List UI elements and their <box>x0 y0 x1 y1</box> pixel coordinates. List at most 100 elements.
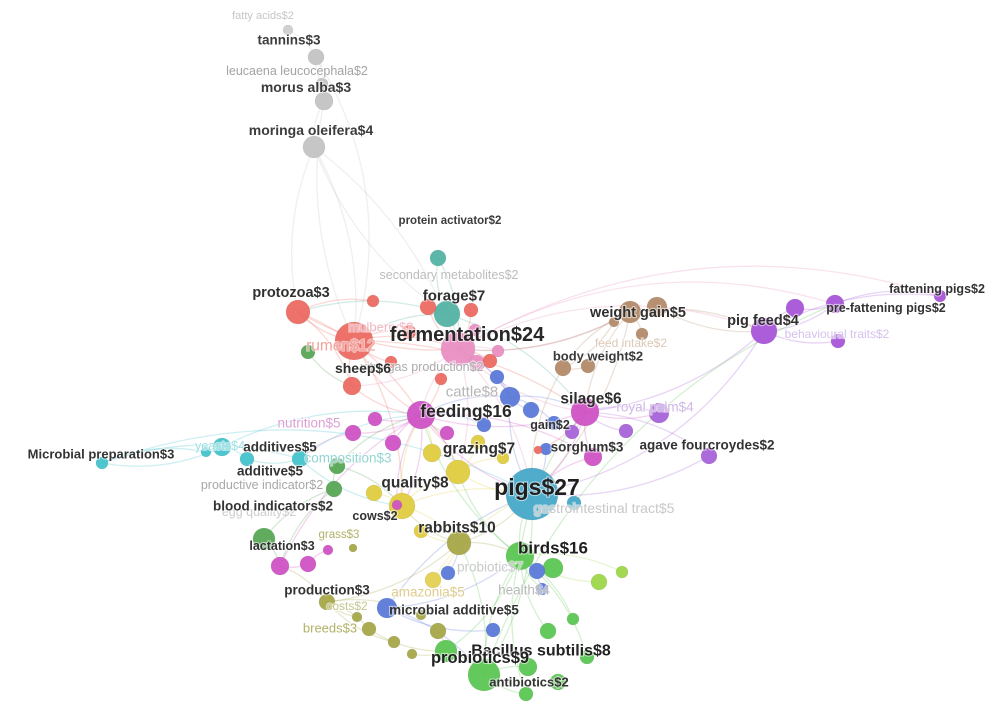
node-label: forage$7 <box>423 288 486 305</box>
node-label: body weight$2 <box>553 349 643 364</box>
network-edge <box>101 429 533 495</box>
node-label: cows$2 <box>352 509 397 523</box>
node-label: grazing$7 <box>443 441 515 458</box>
node-label: pig feed$4 <box>727 313 799 329</box>
network-node <box>590 573 608 591</box>
network-node <box>239 451 255 467</box>
node-label: sorghum$3 <box>551 440 624 455</box>
node-label: yeasts$4 <box>195 439 245 453</box>
node-label: protein activator$2 <box>399 215 502 227</box>
network-edge <box>511 555 527 695</box>
node-label: agave fourcroydes$2 <box>639 438 774 453</box>
network-node <box>933 289 947 303</box>
node-label: rumen$12 <box>306 338 376 355</box>
network-node <box>388 492 416 520</box>
node-label: gastrointestinal tract$5 <box>534 500 675 516</box>
network-edge <box>297 311 459 351</box>
node-label: mulberry$3 <box>348 320 413 335</box>
node-label: cattle$8 <box>446 384 499 401</box>
network-node <box>535 582 549 596</box>
node-label: probiotic$7 <box>457 560 523 575</box>
network-node <box>314 91 334 111</box>
network-node <box>307 48 325 66</box>
network-node <box>491 344 505 358</box>
node-label: amazonia$5 <box>391 585 465 600</box>
network-node <box>539 622 557 640</box>
node-label: health$4 <box>498 583 550 598</box>
network-edge <box>531 330 765 495</box>
network-node <box>285 299 311 325</box>
network-node <box>570 397 600 427</box>
node-label: protozoa$3 <box>252 285 329 301</box>
nodes-layer <box>95 24 947 702</box>
node-label: Bacillus subtilis$8 <box>471 643 611 660</box>
network-node <box>439 425 455 441</box>
network-edge <box>279 488 335 567</box>
network-node <box>564 424 580 440</box>
network-edge <box>629 308 765 332</box>
network-node <box>440 331 476 367</box>
network-node <box>361 621 377 637</box>
network-node <box>342 376 362 396</box>
node-label: composition$3 <box>304 451 391 466</box>
network-node <box>470 434 486 450</box>
network-node <box>700 447 718 465</box>
network-node <box>291 450 309 468</box>
network-node <box>825 294 845 314</box>
network-node <box>282 24 294 36</box>
network-node <box>387 635 401 649</box>
node-label: productive indicator$2 <box>201 478 323 492</box>
network-node <box>252 527 276 551</box>
network-edge <box>584 330 765 413</box>
network-node <box>518 657 538 677</box>
network-node <box>299 555 317 573</box>
network-node <box>384 355 398 369</box>
node-label: fatty acids$2 <box>232 10 294 22</box>
network-node <box>468 323 482 337</box>
network-node <box>445 459 471 485</box>
node-label: production$3 <box>284 583 370 598</box>
node-label: leucaena leucocephala$2 <box>226 64 368 78</box>
node-label: additives$5 <box>243 440 317 455</box>
network-node <box>646 296 668 318</box>
network-node <box>401 324 417 340</box>
node-label: silage$6 <box>560 391 622 408</box>
node-label: fattening pigs$2 <box>889 282 985 296</box>
network-node <box>648 402 670 424</box>
node-label: pigs$27 <box>494 474 580 500</box>
network-node <box>830 333 846 349</box>
network-node <box>635 327 649 341</box>
network-node <box>546 415 562 431</box>
network-node <box>413 523 429 539</box>
network-node <box>433 300 461 328</box>
network-node <box>351 611 363 623</box>
network-edge <box>101 447 207 464</box>
node-label: feed intake$2 <box>595 336 667 350</box>
node-label: Microbial preparation$3 <box>28 447 175 462</box>
node-label: fermentation$24 <box>390 324 545 346</box>
network-node <box>212 437 232 457</box>
network-node <box>505 467 559 521</box>
network-node <box>463 302 479 318</box>
network-edge <box>313 146 448 315</box>
network-edge <box>457 305 765 350</box>
network-node <box>549 673 567 691</box>
network-node <box>583 447 603 467</box>
network-node <box>518 686 534 702</box>
network-node <box>406 648 418 660</box>
network-node <box>482 353 498 369</box>
network-node <box>476 417 492 433</box>
network-edge <box>313 146 357 342</box>
node-label: antibiotics$2 <box>489 675 568 690</box>
network-node <box>533 445 543 455</box>
network-edge <box>446 313 586 413</box>
network-node <box>496 451 510 465</box>
network-node <box>434 639 458 663</box>
node-label: microbial additive$5 <box>389 603 519 618</box>
node-label: vitro gas production$2 <box>361 360 484 374</box>
node-label: secondary metabolites$2 <box>380 268 519 282</box>
network-node <box>344 424 362 442</box>
node-label: pre-fattening pigs$2 <box>826 301 946 315</box>
network-node <box>618 423 634 439</box>
